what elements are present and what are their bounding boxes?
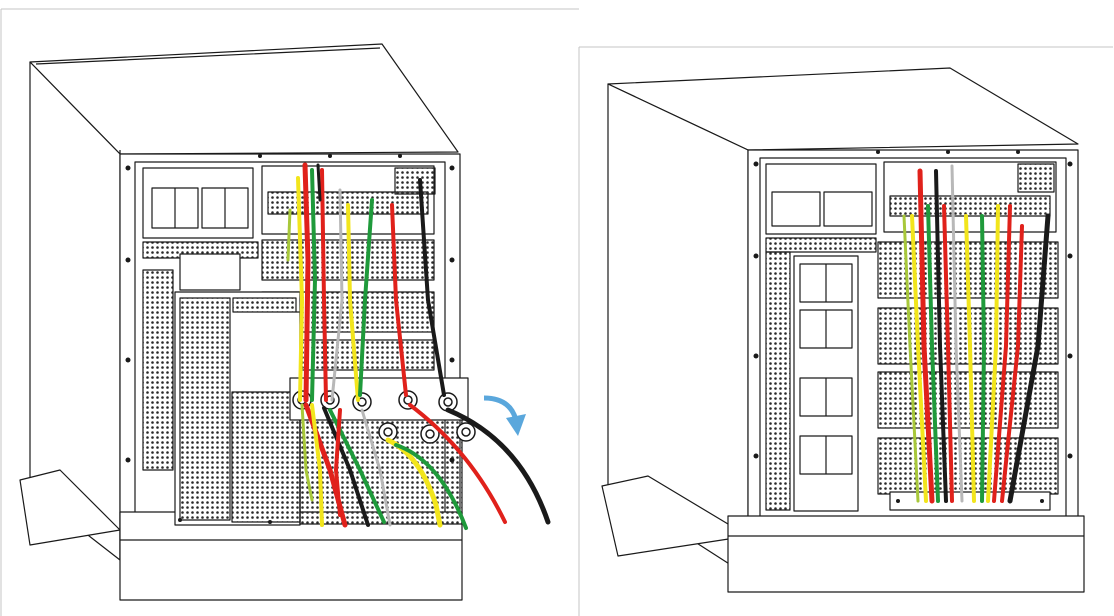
cable-gland-plate bbox=[889, 491, 1051, 511]
screws bbox=[753, 150, 1073, 503]
power-cables bbox=[286, 162, 551, 530]
cabinet-base bbox=[727, 515, 1085, 593]
screws bbox=[125, 154, 455, 524]
panel-frame bbox=[578, 46, 1113, 616]
curved-arrow-icon bbox=[483, 395, 526, 436]
panel-frame bbox=[0, 8, 579, 616]
panel-left-open bbox=[0, 8, 579, 616]
power-cables bbox=[902, 164, 1051, 504]
vent-grille bbox=[765, 251, 791, 511]
panel-right-closed bbox=[578, 46, 1114, 616]
right-illustration bbox=[578, 46, 1113, 616]
left-illustration bbox=[0, 8, 579, 616]
